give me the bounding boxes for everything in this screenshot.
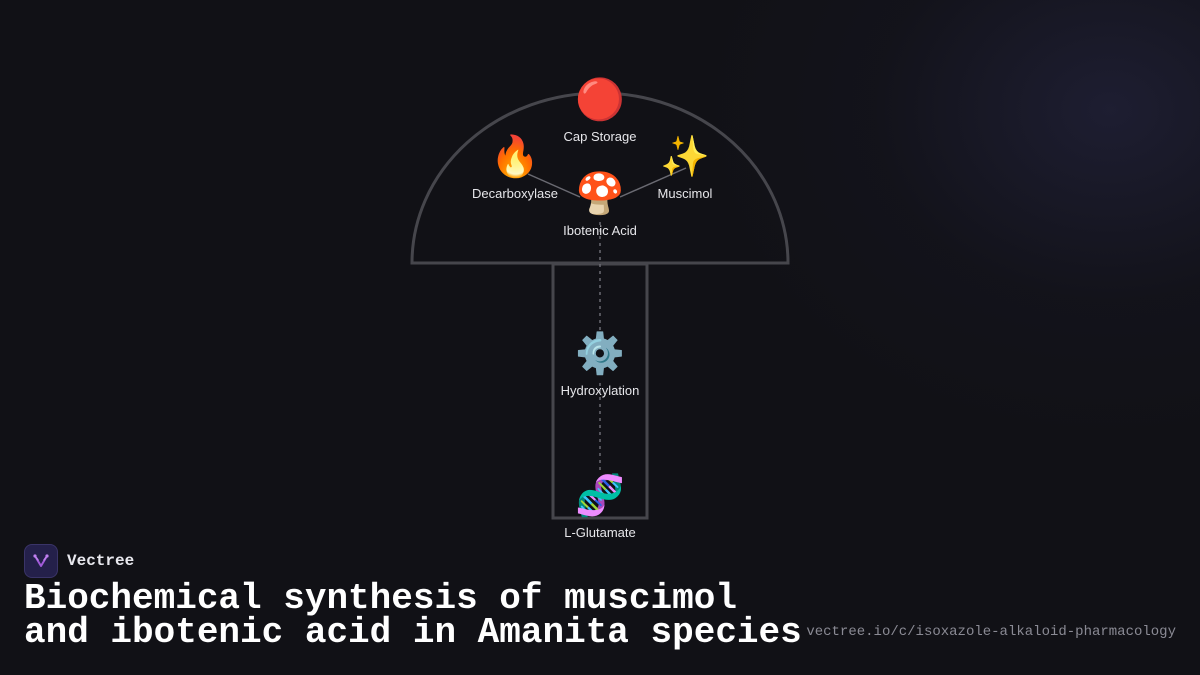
- connector-ibotenic-decarboxylase: [527, 173, 581, 198]
- node-label-ibotenic-acid: Ibotenic Acid: [563, 223, 637, 238]
- vectree-logo-icon: [24, 544, 58, 578]
- red-circle-icon: 🔴: [575, 76, 625, 123]
- title-line-2: and ibotenic acid in Amanita species: [24, 612, 802, 653]
- node-label-l-glutamate: L-Glutamate: [564, 525, 636, 540]
- brand-name: Vectree: [67, 552, 135, 570]
- source-url: vectree.io/c/isoxazole-alkaloid-pharmaco…: [806, 624, 1176, 640]
- dna-icon: 🧬: [575, 471, 625, 519]
- gear-icon: ⚙️: [575, 330, 625, 377]
- node-hydroxylation: ⚙️ Hydroxylation: [561, 330, 640, 398]
- node-muscimol: ✨ Muscimol: [658, 134, 713, 201]
- node-label-hydroxylation: Hydroxylation: [561, 383, 640, 398]
- node-cap-storage: 🔴 Cap Storage: [564, 76, 637, 144]
- fire-icon: 🔥: [490, 133, 540, 180]
- connector-ibotenic-muscimol: [619, 167, 687, 198]
- node-label-cap-storage: Cap Storage: [564, 129, 637, 144]
- page-title: Biochemical synthesis of muscimol and ib…: [24, 581, 814, 653]
- brand: Vectree: [24, 544, 134, 578]
- sparkles-icon: ✨: [660, 134, 710, 180]
- mushroom-cap-outline: [410, 91, 790, 265]
- node-decarboxylase: 🔥 Decarboxylase: [472, 133, 558, 201]
- title-line-1: Biochemical synthesis of muscimol: [24, 578, 737, 619]
- node-label-decarboxylase: Decarboxylase: [472, 186, 558, 201]
- node-ibotenic-acid: 🍄 Ibotenic Acid: [563, 170, 637, 238]
- node-label-muscimol: Muscimol: [658, 186, 713, 201]
- mushroom-icon: 🍄: [575, 170, 625, 217]
- node-l-glutamate: 🧬 L-Glutamate: [564, 471, 636, 540]
